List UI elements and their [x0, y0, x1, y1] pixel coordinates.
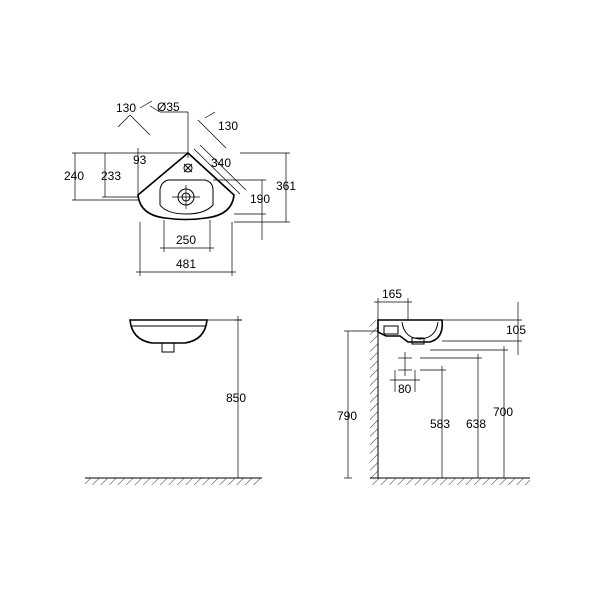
dim-233: 233: [101, 169, 121, 183]
dim-583: 583: [430, 417, 450, 431]
dim-130-right: 130: [218, 119, 238, 133]
dim-790: 790: [337, 409, 357, 423]
dim-361: 361: [276, 179, 296, 193]
waste-front: [161, 343, 175, 353]
dim-105: 105: [506, 323, 526, 337]
supply-points: [390, 352, 420, 392]
dim-638: 638: [466, 417, 486, 431]
front-view: 850: [85, 316, 262, 485]
basin-plan-bowl: [159, 179, 214, 215]
basin-plan-outline: [137, 151, 235, 221]
dim-700: 700: [493, 405, 513, 419]
dim-35: Ø35: [157, 100, 180, 114]
basin-front-outline: [129, 319, 208, 344]
basin-side-outline: [377, 319, 444, 343]
dim-190: 190: [250, 192, 270, 206]
tap-hole-plan: [183, 163, 193, 173]
plan-view: Ø35 130 130 93 340 240 233 361: [64, 100, 296, 276]
dim-165: 165: [382, 287, 402, 301]
dim-340: 340: [211, 156, 231, 170]
dim-240: 240: [64, 169, 84, 183]
dim-481: 481: [176, 257, 196, 271]
dim-130-left: 130: [116, 101, 136, 115]
dim-850: 850: [226, 391, 246, 405]
dim-93: 93: [133, 153, 147, 167]
side-view: 165 105 790 80 583 638: [337, 287, 530, 485]
dim-80: 80: [398, 382, 412, 396]
dim-250: 250: [176, 233, 196, 247]
